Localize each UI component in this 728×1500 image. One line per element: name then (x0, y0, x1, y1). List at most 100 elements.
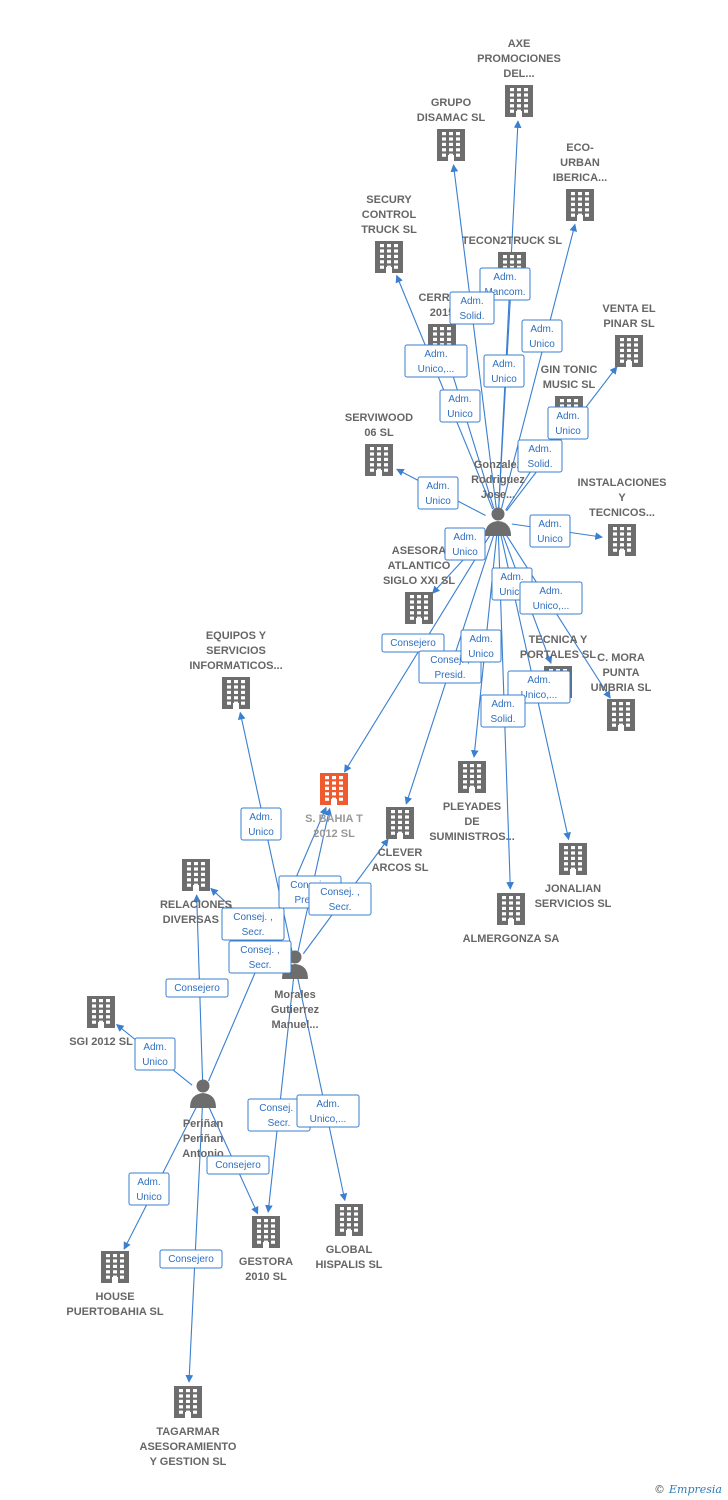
node-label: C. MORA (597, 652, 645, 664)
role-label[interactable]: Adm.Solid. (480, 694, 526, 728)
node-gonzalez[interactable]: GonzalezRodriguezJose... (471, 459, 525, 536)
node-label: PROMOCIONES (477, 53, 561, 65)
role-text: Adm. (448, 394, 471, 405)
node-morales[interactable]: MoralesGutierrezManuel... (271, 950, 320, 1032)
node-instal[interactable]: INSTALACIONES Y TECNICOS... (577, 477, 667, 556)
node-tagarmar[interactable]: TAGARMAR ASESORAMIENTO Y GESTION SL (140, 1386, 237, 1468)
role-label[interactable]: Consejero (165, 978, 229, 998)
role-text: Unico,... (533, 601, 570, 612)
node-label: MUSIC SL (543, 379, 596, 391)
node-label: ALMERGONZA SA (463, 933, 560, 945)
role-label[interactable]: Adm.Solid. (449, 291, 495, 325)
role-text: Secr. (249, 960, 272, 971)
role-label[interactable]: Adm.Unico (529, 514, 571, 548)
role-text: Unico (468, 649, 494, 660)
node-pleyades[interactable]: PLEYADESDESUMINISTROS... (429, 761, 515, 843)
role-text: Adm. (460, 296, 483, 307)
role-text: Adm. (556, 411, 579, 422)
edge-morales-gestora (265, 978, 295, 1213)
role-label[interactable]: Adm.Unico (547, 406, 589, 440)
role-text: Consej. , (320, 887, 359, 898)
node-label: RELACIONES (160, 899, 232, 911)
footer-credit[interactable]: ©Empresia (654, 1483, 722, 1496)
role-label[interactable]: Adm.Unico (417, 476, 459, 510)
role-text: Unico (537, 534, 563, 545)
role-text: Solid. (527, 459, 552, 470)
role-text: Adm. (539, 586, 562, 597)
node-label: EQUIPOS Y (206, 630, 267, 642)
role-label[interactable]: Consej. ,Secr. (228, 940, 292, 974)
role-label[interactable]: Adm. Unico,... (519, 581, 583, 615)
role-label[interactable]: Adm.Unico (134, 1037, 176, 1071)
building-icon (505, 85, 533, 117)
role-label[interactable]: Adm.Unico (521, 319, 563, 353)
role-text: Secr. (242, 927, 265, 938)
node-label: Y GESTION SL (150, 1456, 227, 1468)
role-text: Adm. (137, 1177, 160, 1188)
node-label: ASESORAMIENTO (140, 1441, 237, 1453)
role-label[interactable]: Adm.Unico,... (404, 344, 468, 378)
role-text: Adm. (424, 349, 447, 360)
node-axe[interactable]: AXEPROMOCIONESDEL... (477, 38, 561, 117)
building-icon (566, 189, 594, 221)
role-label[interactable]: Adm.Unico,... (296, 1094, 360, 1128)
edge-perinan-tagarmar (185, 1107, 203, 1383)
role-label[interactable]: Consej. ,Secr. (308, 882, 372, 916)
node-label: SERVICIOS (206, 645, 266, 657)
node-equipos[interactable]: EQUIPOS YSERVICIOSINFORMATICOS... (189, 630, 283, 709)
building-icon (607, 699, 635, 731)
role-label[interactable]: Adm.Unico (439, 389, 481, 423)
node-label: Y (618, 492, 626, 504)
role-text: Adm. (493, 272, 516, 283)
role-text: Consej. , (233, 912, 272, 923)
node-label: PUNTA (602, 667, 639, 679)
role-label[interactable]: Adm.Unico (460, 629, 502, 663)
role-label[interactable]: Consej. ,Secr. (247, 1098, 311, 1132)
node-eco[interactable]: ECO-URBANIBERICA... (553, 142, 607, 221)
role-label[interactable]: Consej. , Secr. (221, 907, 285, 941)
role-text: Unico (248, 827, 274, 838)
node-label: 2012 SL (313, 828, 355, 840)
node-label: TECON2TRUCK SL (462, 235, 563, 247)
node-label: TECNICOS... (589, 507, 655, 519)
building-icon (182, 859, 210, 891)
role-text: Adm. (453, 532, 476, 543)
role-label[interactable]: Consejero (381, 633, 445, 653)
node-label: Gutierrez (271, 1004, 320, 1016)
role-text: Consejero (174, 983, 220, 994)
building-icon (365, 444, 393, 476)
role-label[interactable]: Adm.Unico (240, 807, 282, 841)
role-label[interactable]: Adm.Unico (444, 527, 486, 561)
node-label: INSTALACIONES (577, 477, 666, 489)
role-text: Unico,... (521, 690, 558, 701)
node-sgi[interactable]: SGI 2012 SL (69, 996, 133, 1048)
role-label[interactable]: Adm.Unico (483, 354, 525, 388)
edge-morales-global (297, 978, 348, 1202)
node-label: TAGARMAR (156, 1426, 219, 1438)
node-label: HOUSE (95, 1291, 134, 1303)
edge-gonzalez-tecon (498, 287, 515, 509)
brand-logo: Empresia (669, 1483, 722, 1496)
role-label[interactable]: Consejero (159, 1249, 223, 1269)
node-label: GRUPO (431, 97, 472, 109)
building-icon (386, 807, 414, 839)
role-label[interactable]: Adm.Unico (128, 1172, 170, 1206)
role-label[interactable]: Consejero (206, 1155, 270, 1175)
role-text: Consejero (390, 638, 436, 649)
role-label[interactable]: Adm.Solid. (517, 439, 563, 473)
node-almergonza[interactable]: ALMERGONZA SA (463, 893, 560, 945)
